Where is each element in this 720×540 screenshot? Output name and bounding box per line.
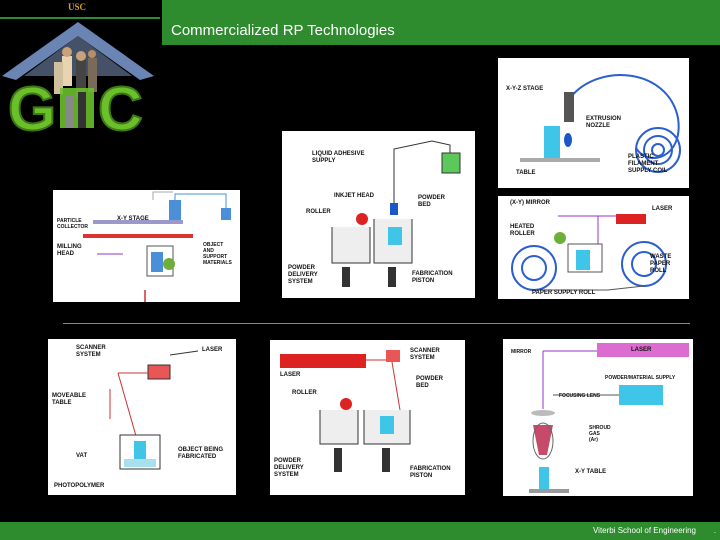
label-waste-paper: WASTE PAPER ROLL: [650, 254, 672, 274]
label-particle-collector: PARTICLE COLLECTOR: [57, 218, 89, 230]
label-inkjet-head: INKJET HEAD: [334, 193, 375, 199]
label-heated-roller: HEATED ROLLER: [510, 224, 535, 237]
label-filament-coil: PLASTIC FILAMENT SUPPLY COIL: [628, 154, 668, 174]
lom-diagram: (X-Y) MIRROR LASER HEATED ROLLER WASTE P…: [498, 196, 689, 299]
label-xy-table: X-Y TABLE: [575, 469, 607, 475]
page-title: Commercialized RP Technologies: [171, 22, 395, 39]
label-xy-stage: X-Y STAGE: [117, 216, 149, 222]
header-bar: Commercialized RP Technologies: [162, 0, 720, 45]
label-fabrication-piston-sls: FABRICATION PISTON: [410, 466, 451, 479]
label-milling-head: MILLING HEAD: [57, 244, 82, 257]
label-vat: VAT: [76, 453, 88, 459]
label-powder-delivery-sls: POWDER DELIVERY SYSTEM: [274, 458, 304, 478]
label-powder-bed-sls: POWDER BED: [416, 376, 443, 389]
label-powder-supply: POWDER/MATERIAL SUPPLY: [605, 375, 676, 381]
lens-diagram: MIRROR LASER POWDER/MATERIAL SUPPLY FOCU…: [503, 339, 693, 496]
label-extrusion-nozzle: EXTRUSION NOZZLE: [586, 116, 622, 129]
divider-line: [63, 323, 690, 324]
top-left-bar: USC: [0, 0, 160, 19]
label-table: TABLE: [516, 170, 536, 176]
svg-text:G: G: [8, 75, 56, 136]
label-powder-delivery: POWDER DELIVERY SYSTEM: [288, 265, 318, 285]
logo: G C: [2, 22, 154, 136]
usc-tag: USC: [68, 2, 87, 12]
label-roller: ROLLER: [306, 209, 331, 215]
sls-diagram: SCANNER SYSTEM LASER POWDER BED ROLLER P…: [270, 340, 465, 495]
label-xy-mirror: (X-Y) MIRROR: [510, 200, 550, 206]
label-paper-supply: PAPER SUPPLY ROLL: [532, 290, 596, 296]
footer-label: Viterbi School of Engineering: [592, 526, 696, 535]
label-xyz-stage: X-Y-Z STAGE: [506, 86, 544, 92]
label-powder-bed: POWDER BED: [418, 195, 445, 208]
label-laser: LASER: [652, 206, 673, 212]
label-laser-lens: LASER: [631, 347, 652, 353]
label-object-fabricated: OBJECT BEING FABRICATED: [178, 447, 224, 460]
svg-text:C: C: [98, 75, 143, 136]
fdm-diagram: X-Y-Z STAGE EXTRUSION NOZZLE TABLE PLAST…: [498, 58, 689, 188]
label-laser-sla: LASER: [202, 347, 223, 353]
milling-diagram: PARTICLE COLLECTOR X-Y STAGE MILLING HEA…: [53, 190, 240, 302]
sla-diagram: SCANNER SYSTEM LASER MOVEABLE TABLE VAT …: [48, 339, 236, 495]
label-scanner-system: SCANNER SYSTEM: [76, 345, 106, 358]
label-object-support: OBJECT AND SUPPORT MATERIALS: [203, 242, 232, 266]
label-shroud-gas: SHROUD GAS (Ar): [589, 425, 611, 443]
label-roller-sls: ROLLER: [292, 390, 317, 396]
label-focusing-lens: FOCUSING LENS: [559, 393, 601, 399]
label-photopolymer: PHOTOPOLYMER: [54, 483, 105, 489]
label-liquid-adhesive: LIQUID ADHESIVE SUPPLY: [312, 151, 365, 164]
label-moveable-table: MOVEABLE TABLE: [52, 393, 87, 406]
inkjet-diagram: LIQUID ADHESIVE SUPPLY INKJET HEAD POWDE…: [282, 131, 475, 298]
footer-page: .: [713, 526, 716, 535]
label-laser-sls: LASER: [280, 372, 301, 378]
footer-bar: Viterbi School of Engineering .: [0, 522, 720, 540]
label-fabrication-piston: FABRICATION PISTON: [412, 271, 453, 284]
label-scanner-system-sls: SCANNER SYSTEM: [410, 348, 440, 361]
label-mirror: MIRROR: [511, 349, 532, 355]
